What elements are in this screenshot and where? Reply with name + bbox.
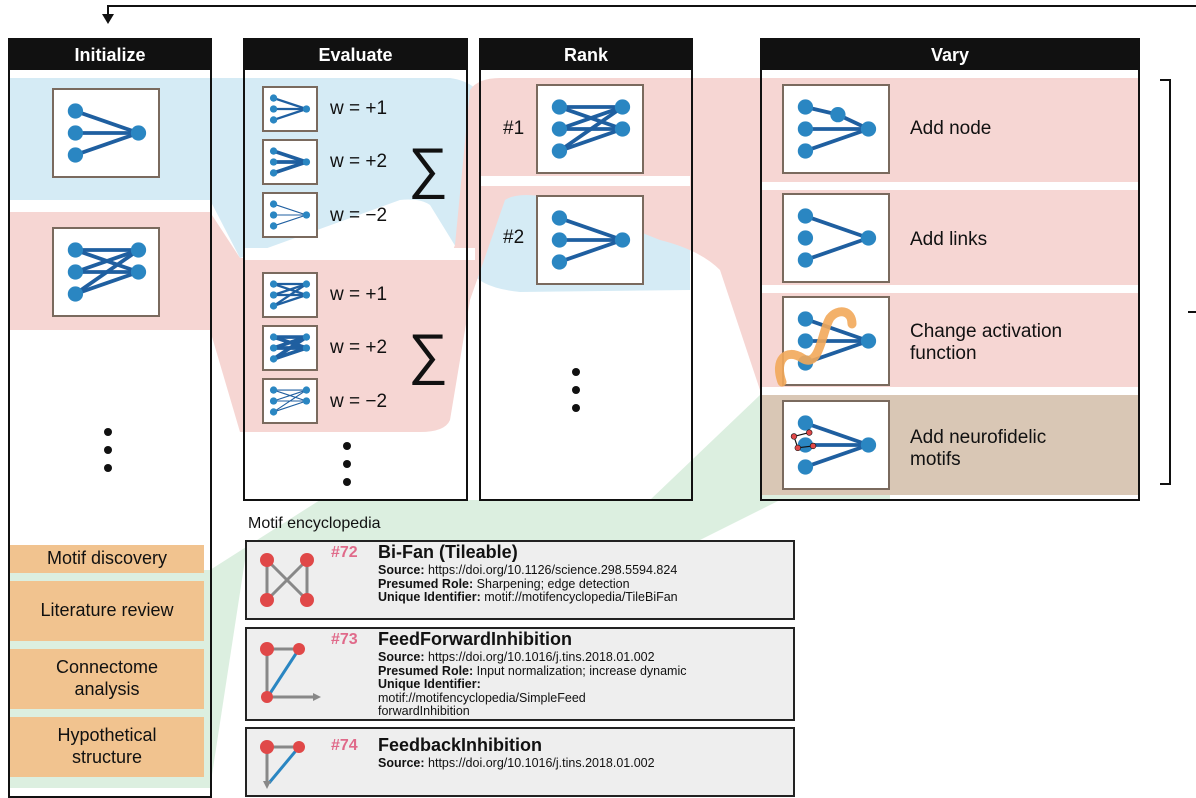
vary-add-node-label: Add node [910,118,992,139]
rank-ellipsis [572,368,582,422]
literature-review-box: Literature review [10,581,204,641]
motif-74-number: #74 [331,737,358,754]
motif-73-meta: Source: https://doi.org/10.1016/j.tins.2… [378,650,687,718]
eval-1-weight-2: w = +2 [330,151,388,172]
vary-column: Vary [760,38,1140,501]
rank-header: Rank [481,40,691,70]
activation-curve-icon [775,307,857,387]
motif-card-72[interactable]: #72 Bi-Fan (Tileable) Source: https://do… [245,540,795,620]
eval-1-task-3 [262,192,318,238]
eval-1-weight-3: w = −2 [330,205,388,226]
initialize-header: Initialize [10,40,210,70]
vary-activation-network [782,296,890,386]
vary-add-node-network [782,84,890,174]
vary-add-links-network [782,193,890,283]
eval-2-task-3 [262,378,318,424]
motif-72-number: #72 [331,544,358,561]
eval-2-sum-symbol: ∑ [408,322,448,385]
encyclopedia-title: Motif encyclopedia [248,515,381,532]
eval-1-task-2 [262,139,318,185]
genome-2-network [52,227,160,317]
motif-72-meta: Source: https://doi.org/10.1126/science.… [378,563,678,604]
motif-72-name: Bi-Fan (Tileable) [378,542,518,562]
feedback-motif-icon [260,740,305,789]
evaluate-ellipsis [343,442,353,496]
motif-discovery-label: Motif discovery [10,545,204,573]
eval-2-weight-2: w = +2 [330,337,388,358]
eval-2-weight-1: w = +1 [330,284,388,305]
green-band [10,395,890,788]
vary-header: Vary [762,40,1138,70]
vary-bracket [1160,79,1196,485]
rank-column: Rank [479,38,693,501]
feedback-arrow [102,5,1196,24]
rank-2-network [536,195,644,285]
blue-band-genome-1 [10,78,690,292]
motif-73-number: #73 [331,631,358,648]
eval-2-task-2 [262,325,318,371]
eval-1-weight-1: w = +1 [330,98,388,119]
eval-1-sum-symbol: ∑ [408,136,448,199]
motif-74-name: FeedbackInhibition [378,735,543,755]
motif-73-name: FeedForwardInhibition [378,629,572,649]
evaluate-header: Evaluate [245,40,466,70]
vary-activation-label: Change activation function [910,321,1063,364]
hypothetical-structure-box: Hypothetical structure [10,717,204,777]
evaluate-column: Evaluate [243,38,468,501]
motif-card-74[interactable]: #74 FeedbackInhibition Source: https://d… [245,727,795,797]
motif-74-meta: Source: https://doi.org/10.1016/j.tins.2… [378,756,655,770]
motif-card-73[interactable]: #73 FeedForwardInhibition Source: https:… [245,627,795,721]
feedforward-motif-icon [260,642,321,703]
initialize-ellipsis [104,428,114,482]
rank-1-label: #1 [503,118,525,139]
genome-1-network [52,88,160,178]
rank-1-network [536,84,644,174]
eval-2-weight-3: w = −2 [330,391,388,412]
connectome-analysis-box: Connectome analysis [10,649,204,709]
eval-2-task-1 [262,272,318,318]
initialize-column: Initialize [8,38,212,798]
vary-add-links-label: Add links [910,229,988,250]
bifan-motif-icon [260,553,314,607]
vary-motif-label: Add neurofidelic motifs [910,427,1047,470]
rank-2-label: #2 [503,227,525,248]
vary-motif-network [782,400,890,490]
eval-1-task-1 [262,86,318,132]
